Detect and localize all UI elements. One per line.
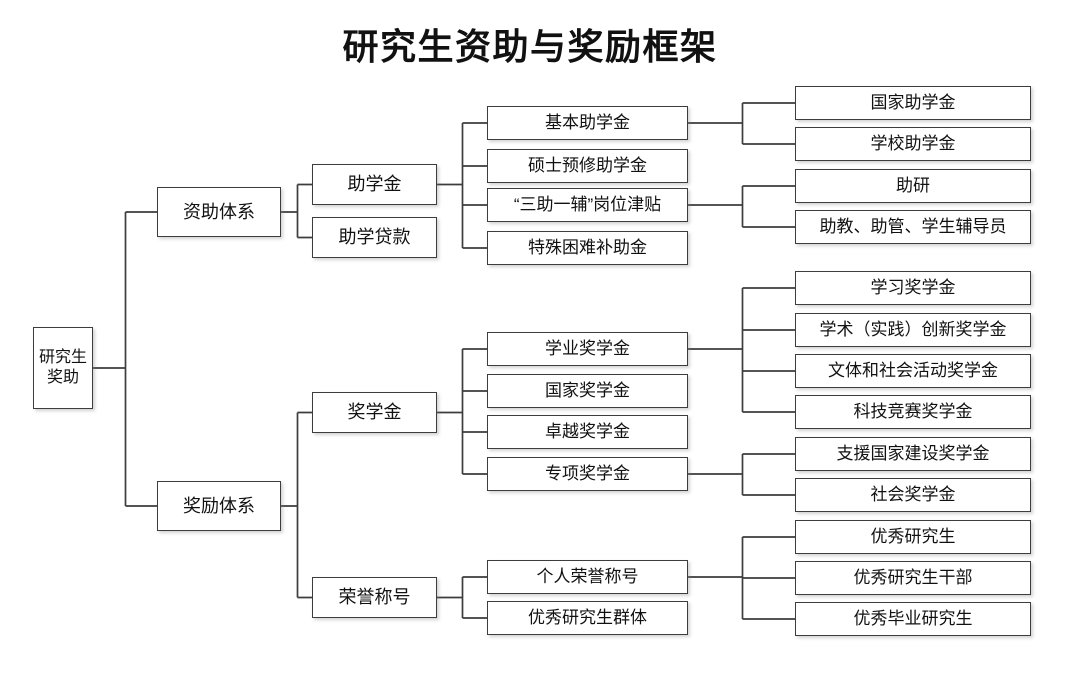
node-assistant-posts: “三助一辅”岗位津贴 [487,188,688,222]
node-academic-scholarship: 学业奖学金 [487,332,688,366]
node-activity-scholarship: 文体和社会活动奖学金 [795,354,1031,388]
chart-title: 研究生资助与奖励框架 [342,27,718,67]
node-national-scholarship: 国家奖学金 [487,374,688,408]
node-grants: 助学金 [312,164,437,205]
node-award-system: 奖励体系 [157,481,281,531]
node-study-scholarship: 学习奖学金 [795,271,1031,305]
node-root: 研究生奖助 [33,327,93,409]
node-special-scholarship: 专项奖学金 [487,457,688,491]
node-research-assistant: 助研 [795,169,1031,203]
node-funding-system: 资助体系 [157,187,281,237]
node-school-grant: 学校助学金 [795,127,1031,161]
node-ta-admin-counselor: 助教、助管、学生辅导员 [795,210,1031,244]
node-outstanding-group: 优秀研究生群体 [487,601,688,635]
node-competition-scholarship: 科技竞赛奖学金 [795,395,1031,429]
node-outstanding-graduate: 优秀研究生 [795,520,1031,554]
node-master-pre-grant: 硕士预修助学金 [487,149,688,183]
node-basic-grant: 基本助学金 [487,106,688,140]
node-individual-honor: 个人荣誉称号 [487,560,688,594]
node-outstanding-graduating: 优秀毕业研究生 [795,602,1031,636]
node-innovation-scholarship: 学术（实践）创新奖学金 [795,313,1031,347]
node-outstanding-cadre: 优秀研究生干部 [795,561,1031,595]
node-hardship-subsidy: 特殊困难补助金 [487,231,688,265]
node-nation-building-scholarship: 支援国家建设奖学金 [795,437,1031,471]
node-scholarships: 奖学金 [312,392,437,433]
node-honor-titles: 荣誉称号 [312,577,437,618]
node-student-loan: 助学贷款 [312,217,437,258]
node-excellence-scholarship: 卓越奖学金 [487,415,688,449]
node-social-scholarship: 社会奖学金 [795,478,1031,512]
node-national-grant: 国家助学金 [795,86,1031,120]
